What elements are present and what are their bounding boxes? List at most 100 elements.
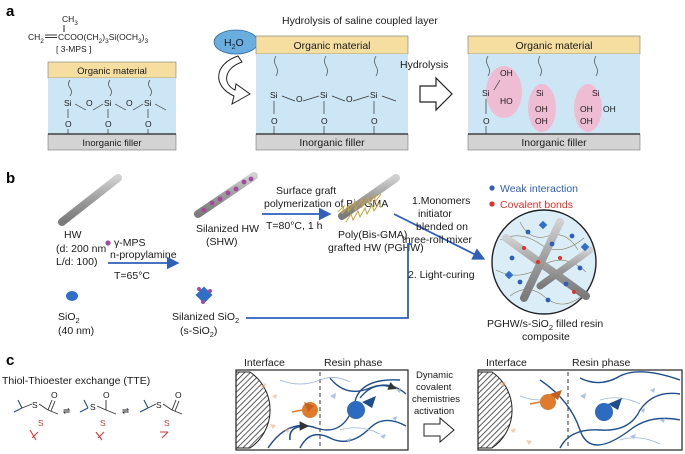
layer-block-right: Organic material Inorganic filler Si Si … [467,35,641,151]
svg-text:O: O [103,390,110,400]
svg-text:CCOO(CH2)3Si(OCH3)3: CCOO(CH2)3Si(OCH3)3 [58,32,148,45]
inorganic-filler-label-2: Inorganic filler [299,137,365,149]
svg-text:Si: Si [270,90,278,100]
svg-text:H2O: H2O [224,37,244,51]
interface-box-after [477,369,683,451]
mps-reagent: γ-MPS [114,237,146,249]
svg-text:Si: Si [144,98,152,108]
step1-line2: initiator [418,208,452,220]
inorganic-filler-label: Inorganic filler [82,138,141,149]
svg-text:O: O [175,390,182,400]
hw-aspect: L/d: 100) [56,256,97,268]
sio2-size: (40 nm) [58,325,94,337]
pghw-label-1: Poly(Bis-GMA) [338,229,407,241]
hydroxyl-cloud [528,84,556,132]
dynamic-label-4: activation [414,406,454,417]
svg-text:CH3: CH3 [62,14,78,27]
svg-text:S: S [32,400,38,410]
shw-label-1: Silanized HW [196,223,259,235]
step1-line1: 1.Monomers [412,195,470,207]
tte-label: Thiol-Thioester exchange (TTE) [2,375,150,387]
svg-text:O: O [51,390,58,400]
svg-text:O: O [105,119,112,129]
interface-label-2: Interface [486,357,527,369]
composite-circle [491,209,597,315]
svg-text:HO: HO [500,96,513,106]
svg-text:O: O [65,119,72,129]
s-sio2-particle [195,286,213,304]
panel-label-c: c [6,352,14,369]
legend-weak-dot [489,185,495,191]
svg-text:O: O [86,98,93,108]
shw-label-2: (SHW) [206,236,238,248]
hydroxyl-cloud [574,84,602,132]
svg-text:⇌: ⇌ [122,406,130,416]
composite-label-1: PGHW/s-SiO2 filled resin [487,318,603,332]
svg-text:Si: Si [370,90,378,100]
panel-label-a: a [6,3,15,20]
organic-material-label-2: Organic material [293,40,370,52]
s-sio2-label-1: Silanized SiO2 [172,311,239,325]
layer-block-left: Organic material Inorganic filler Si Si … [47,61,177,151]
dynamic-label-1: Dynamic [416,370,453,381]
svg-text:S: S [100,418,106,428]
svg-text:OH: OH [535,104,548,114]
panel-label-b: b [6,170,15,187]
interface-box-before [235,369,409,451]
inorganic-filler-label-3: Inorganic filler [521,137,587,149]
composite-label-2: composite [522,331,570,343]
water-bubble: H2O [213,29,259,55]
hydrolysis-label: Hydrolysis [400,59,448,71]
svg-text:CH2: CH2 [28,32,44,45]
svg-text:Si: Si [104,98,112,108]
legend-weak: Weak interaction [500,183,578,195]
svg-text:S: S [90,402,96,412]
svg-text:Si: Si [320,90,328,100]
step1-line4: three-roll mixer [402,234,473,246]
graft-label-1: Surface graft [276,185,336,197]
curved-hollow-arrow [218,55,251,105]
activation-arrow [423,416,455,444]
tte-chemistry: S O S ⇌ S O S ⇌ S O S [13,390,183,441]
svg-text:OH: OH [603,104,616,114]
temp-graft: T=80°C, 1 h [266,220,323,232]
sio2-particle [66,291,78,301]
organic-material-label-3: Organic material [515,40,592,52]
svg-text:O: O [321,116,328,126]
connector-s-sio2 [246,243,412,319]
hw-diameter: (d: 200 nm [56,243,106,255]
organic-material-label: Organic material [77,66,147,77]
svg-text:OH: OH [580,116,593,126]
svg-text:S: S [38,418,44,428]
dynamic-label-2: covalent [416,382,452,393]
svg-text:O: O [483,116,490,126]
hw-title: HW [64,229,82,241]
mps-dot [105,240,111,246]
svg-text:S: S [156,400,162,410]
svg-text:O: O [371,116,378,126]
svg-text:Si: Si [536,88,544,98]
legend-covalent-dot [489,201,495,207]
pghw-rod [337,174,400,223]
hw-rod [58,174,122,226]
svg-text:OH: OH [580,104,593,114]
svg-text:O: O [271,116,278,126]
arrow-blend [393,213,486,260]
svg-text:Si: Si [592,88,600,98]
svg-text:OH: OH [500,68,513,78]
temp-silanization: T=65°C [114,270,150,282]
resin-phase-label-1: Resin phase [324,357,383,369]
svg-text:S: S [164,418,170,428]
step1-line3: blended on [416,221,468,233]
step2-label: 2. Light-curing [408,269,475,281]
svg-text:Si: Si [64,98,72,108]
layer-block-middle: Organic material Inorganic filler Si Si … [255,35,409,151]
svg-text:⇌: ⇌ [63,406,71,416]
propylamine-reagent: n-propylamine [110,249,177,261]
svg-text:O: O [346,94,353,104]
interface-label-1: Interface [244,357,285,369]
svg-text:O: O [145,119,152,129]
resin-phase-label-2: Resin phase [572,357,631,369]
pghw-label-2: grafted HW (PGHW) [328,242,424,254]
